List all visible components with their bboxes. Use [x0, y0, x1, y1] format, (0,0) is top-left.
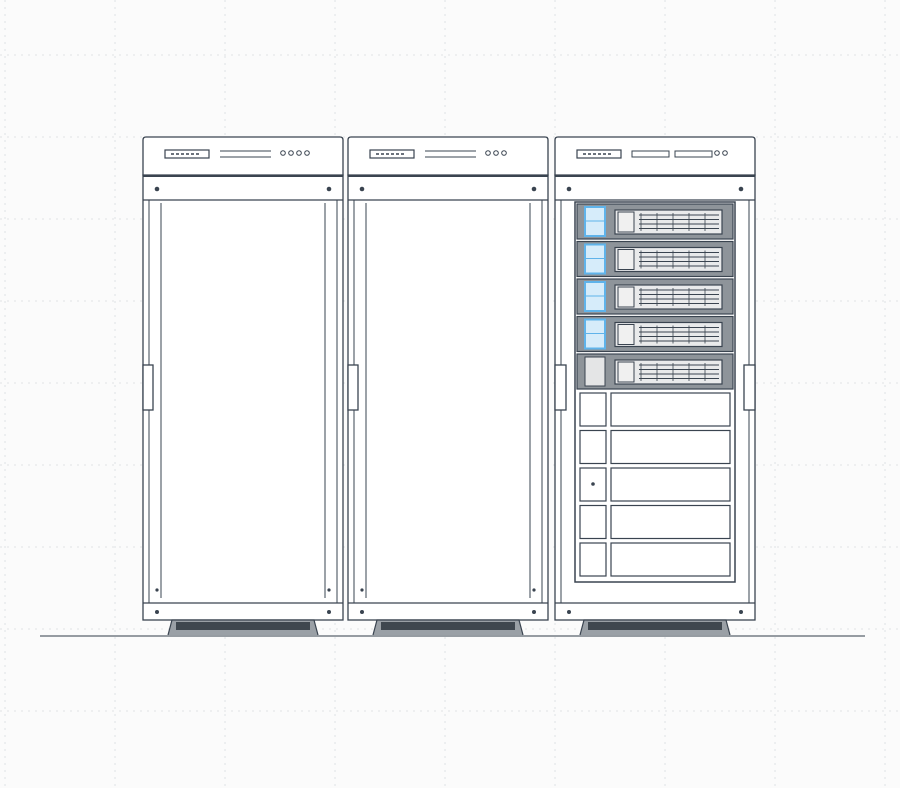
server-unit-3[interactable] [576, 278, 734, 315]
drawer-side-panel [579, 392, 607, 427]
drawer-front [610, 392, 731, 427]
drawer-front [610, 467, 731, 502]
drawer-unit-2[interactable] [579, 429, 731, 465]
screw-icon [155, 588, 159, 592]
status-light-icon [288, 150, 294, 156]
screw-icon [327, 610, 331, 614]
server-unit-1[interactable] [576, 203, 734, 240]
drawer-unit-5[interactable] [579, 542, 731, 577]
drawer-lock-icon [591, 482, 595, 486]
status-light-icon [493, 150, 499, 156]
server-eject-button[interactable] [617, 324, 635, 345]
rack-base-vent-slot [381, 622, 515, 630]
server-rack-1 [142, 136, 344, 636]
screw-icon [738, 186, 744, 192]
drawer-side-panel [579, 542, 607, 577]
screw-icon [739, 610, 743, 614]
server-unit-4[interactable] [576, 315, 734, 353]
server-rack-2 [347, 136, 549, 636]
drawer-unit-4[interactable] [579, 504, 731, 540]
door-handle[interactable] [347, 364, 359, 411]
drawer-unit-3[interactable] [579, 467, 731, 502]
rack-body [142, 174, 344, 621]
rack-row [142, 136, 756, 636]
screw-icon [155, 610, 159, 614]
rack-top-panel [554, 136, 756, 176]
drawer-front [610, 504, 731, 540]
drawer-side-panel [579, 429, 607, 465]
drive-bay-indicator [584, 356, 606, 387]
vent-slot [631, 150, 670, 158]
rack-label-plate [576, 149, 622, 159]
screw-icon [567, 610, 571, 614]
rack-base-vent-slot [176, 622, 310, 630]
rack-label-plate [369, 149, 415, 159]
status-light-icon [501, 150, 507, 156]
screw-icon [531, 186, 537, 192]
door-handle-left[interactable] [554, 364, 567, 411]
screw-icon [566, 186, 572, 192]
drawer-front [610, 429, 731, 465]
status-light-icon [485, 150, 491, 156]
drawer-side-panel [579, 504, 607, 540]
status-light-icon [714, 150, 720, 156]
rack-bay [574, 201, 736, 583]
screw-icon [360, 610, 364, 614]
rack-top-panel [347, 136, 549, 176]
status-light-icon [304, 150, 310, 156]
screw-icon [326, 186, 332, 192]
rack-label-plate [164, 149, 210, 159]
rack-top-panel [142, 136, 344, 176]
status-light-icon [280, 150, 286, 156]
server-eject-button[interactable] [617, 211, 635, 233]
server-rack-3 [554, 136, 756, 636]
screw-icon [532, 588, 536, 592]
door-handle[interactable] [142, 364, 154, 411]
screw-icon [360, 588, 364, 592]
rack-body [347, 174, 549, 621]
vent-slot [674, 150, 713, 158]
screw-icon [532, 610, 536, 614]
status-light-icon [296, 150, 302, 156]
rack-base-vent-slot [588, 622, 722, 630]
server-eject-button[interactable] [617, 286, 635, 308]
server-eject-button[interactable] [617, 249, 635, 270]
door-handle-right[interactable] [743, 364, 756, 411]
screw-icon [327, 588, 331, 592]
screw-icon [359, 186, 365, 192]
server-eject-button[interactable] [617, 361, 635, 383]
server-unit-2[interactable] [576, 240, 734, 278]
screw-icon [154, 186, 160, 192]
status-light-icon [722, 150, 728, 156]
server-unit-5[interactable] [576, 353, 734, 390]
drawer-unit-1[interactable] [579, 392, 731, 427]
drawer-front [610, 542, 731, 577]
